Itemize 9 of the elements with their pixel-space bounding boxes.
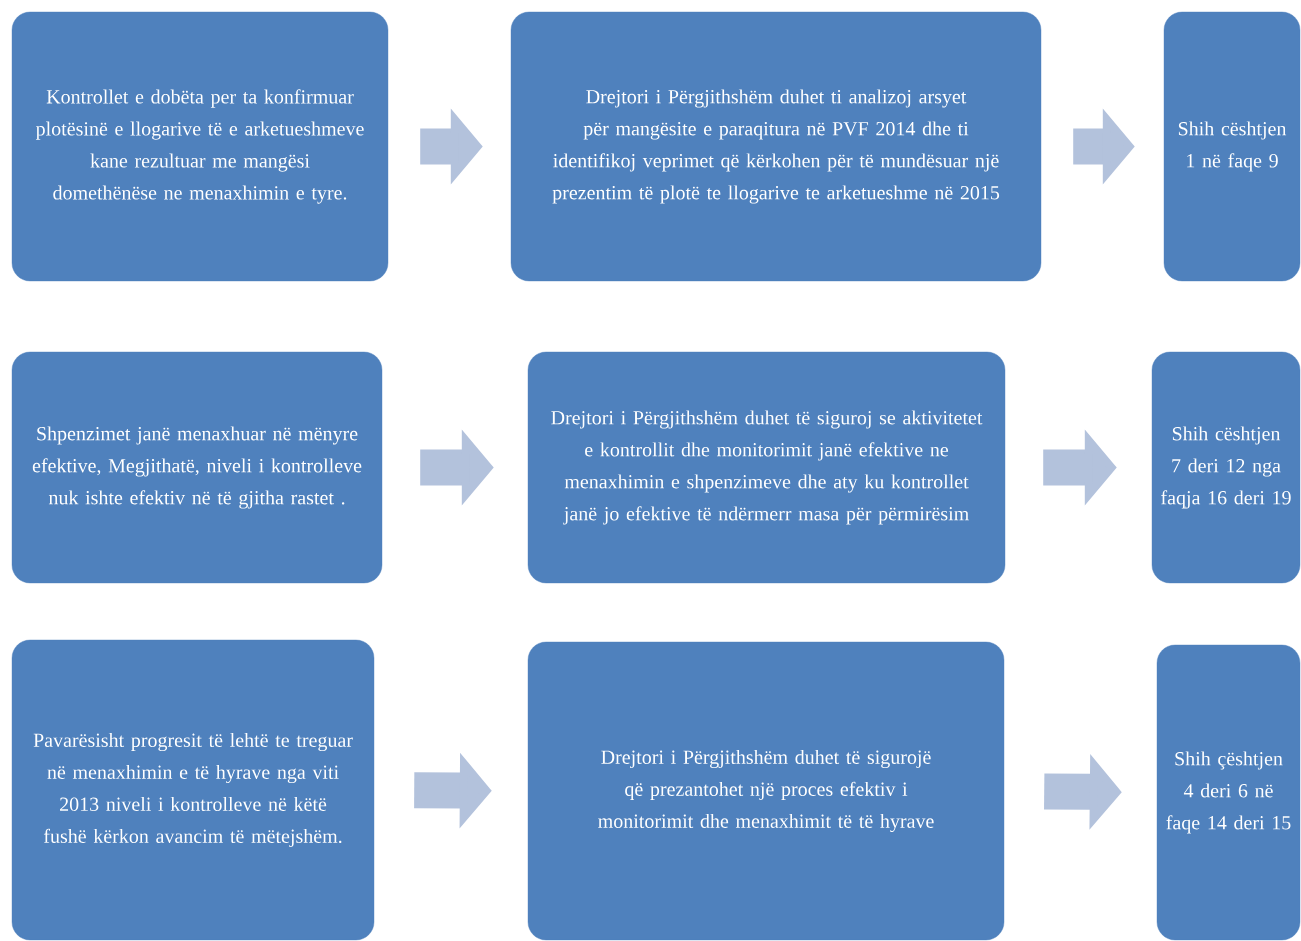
process-box: Kontrollet e dobëta per ta konfirmuar plotësinë e llogarive të e arketueshmeve kane rezultuar me mangësi domethënëse ne menaxhimin e tyre.	[11, 11, 389, 282]
process-box: Drejtori i Përgjithshëm duhet të siguroj se aktivitetet e kontrollit dhe monitorimit janë efektive ne menaxhimin e shpenzimeve dhe aty ku kontrollet janë jo efektive të ndërmerr masa për përmirësim	[527, 351, 1006, 584]
process-box: Pavarësisht progresit të lehtë te treguar në menaxhimin e të hyrave nga viti 2013 niveli i kontrolleve në këtë fushë kërkon avancim të mëtejshëm.	[11, 639, 375, 941]
process-box: Shih cështjen 1 në faqe 9	[1163, 11, 1301, 282]
process-box: Shpenzimet janë menaxhuar në mënyre efektive, Megjithatë, niveli i kontrolleve nuk ishte efektiv në të gjitha rastet .	[11, 351, 383, 584]
process-box: Drejtori i Përgjithshëm duhet të sigurojë që prezantohet një proces efektiv i monitorimit dhe menaxhimit të të hyrave	[527, 641, 1005, 941]
process-box: Drejtori i Përgjithshëm duhet ti analizoj arsyet për mangësite e paraqitura në PVF 2014 dhe ti identifikoj veprimet që kërkohen për të mundësuar një prezentim të plotë te llogarive te arketueshme në 2015	[510, 11, 1042, 282]
process-box: Shih çështjen 4 deri 6 në faqe 14 deri 15	[1156, 644, 1301, 941]
process-box: Shih cështjen 7 deri 12 nga faqja 16 deri 19	[1151, 351, 1301, 584]
